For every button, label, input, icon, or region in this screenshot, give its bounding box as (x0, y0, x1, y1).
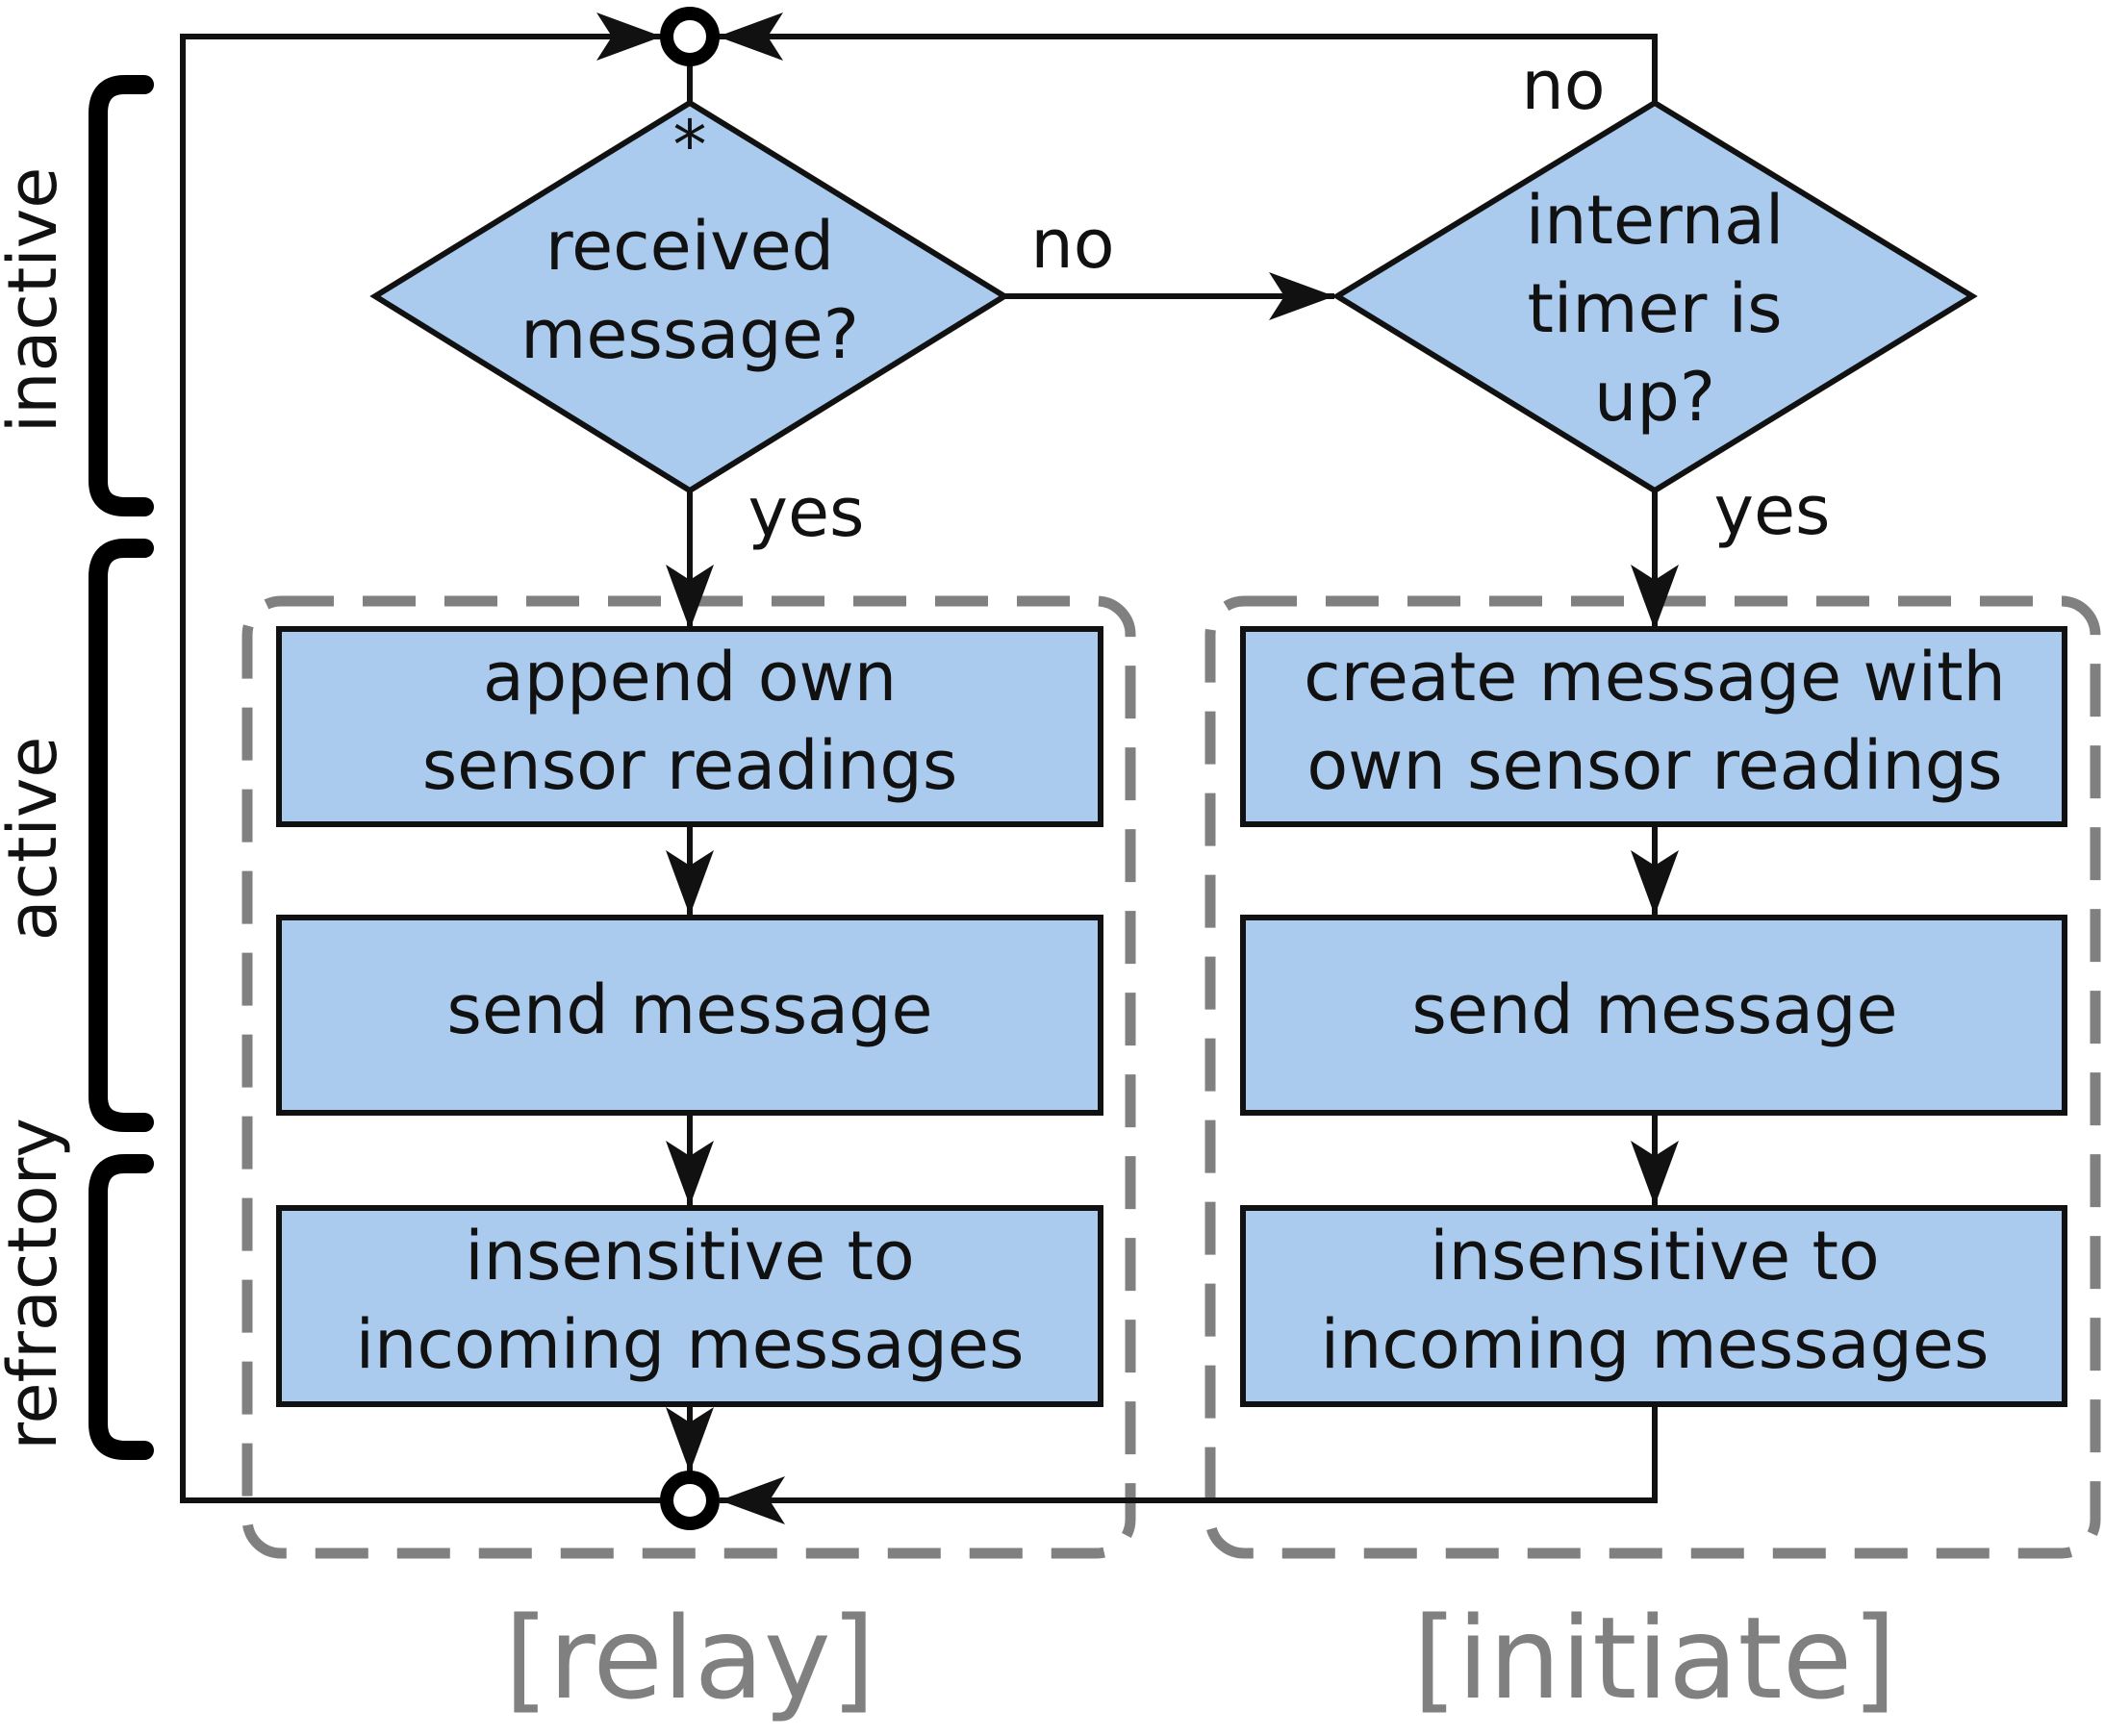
relay-container (241, 595, 1136, 1559)
initiate-step-create-message: create message with own sensor readings (1240, 626, 2067, 827)
relay-step-insensitive: insensitive to incoming messages (276, 1205, 1103, 1407)
edge-initiate-3-bottom (720, 1404, 1658, 1524)
phase-label-inactive: inactive (0, 167, 72, 434)
initiate-step3-line2: incoming messages (1321, 1305, 1990, 1384)
edge-loop-back (180, 13, 664, 1503)
initiate-step1-line2: own sensor readings (1306, 726, 2002, 805)
decision-received-marker: * (673, 106, 707, 185)
decision-internal-timer: internal timer is up? (1331, 99, 1978, 494)
relay-step2-line1: send message (446, 970, 932, 1049)
edge-label-timer-yes: yes (1714, 471, 1831, 550)
relay-step1-line2: sensor readings (422, 726, 958, 805)
initiate-step-insensitive: insensitive to incoming messages (1240, 1205, 2067, 1407)
bottom-junction (660, 1471, 720, 1530)
initiate-step-send-message: send message (1240, 915, 2067, 1116)
edges (180, 12, 1679, 1524)
group-label-initiate: [initiate] (1413, 1592, 1897, 1724)
edge-label-received-no: no (1030, 205, 1114, 284)
relay-step-append-readings: append own sensor readings (276, 626, 1103, 827)
inactive-brace (89, 75, 154, 516)
group-label-relay: [relay] (504, 1592, 875, 1724)
initiate-step1-line1: create message with (1304, 638, 2006, 717)
relay-step-send-message: send message (276, 915, 1103, 1116)
active-brace (89, 539, 154, 1132)
decision-received-message: * received message? (369, 99, 1010, 494)
edge-timer-no (718, 12, 1658, 103)
decision-received-line1: received (545, 207, 834, 286)
phase-label-active: active (0, 737, 72, 942)
initiate-step3-line1: insensitive to (1430, 1217, 1880, 1296)
phase-label-refractory: refractory (0, 1118, 72, 1450)
decision-timer-line1: internal (1526, 181, 1785, 260)
relay-step1-line1: append own (483, 638, 897, 717)
decision-received-line2: message? (520, 295, 859, 374)
initiate-step2-line1: send message (1411, 970, 1897, 1049)
top-junction (660, 7, 720, 66)
edge-label-timer-no: no (1521, 46, 1605, 125)
relay-step3-line2: incoming messages (356, 1305, 1025, 1384)
edge-label-received-yes: yes (748, 473, 865, 552)
refractory-brace (89, 1154, 154, 1460)
decision-timer-line3: up? (1594, 358, 1715, 437)
relay-step3-line1: insensitive to (465, 1217, 915, 1296)
decision-timer-line2: timer is (1527, 269, 1782, 348)
